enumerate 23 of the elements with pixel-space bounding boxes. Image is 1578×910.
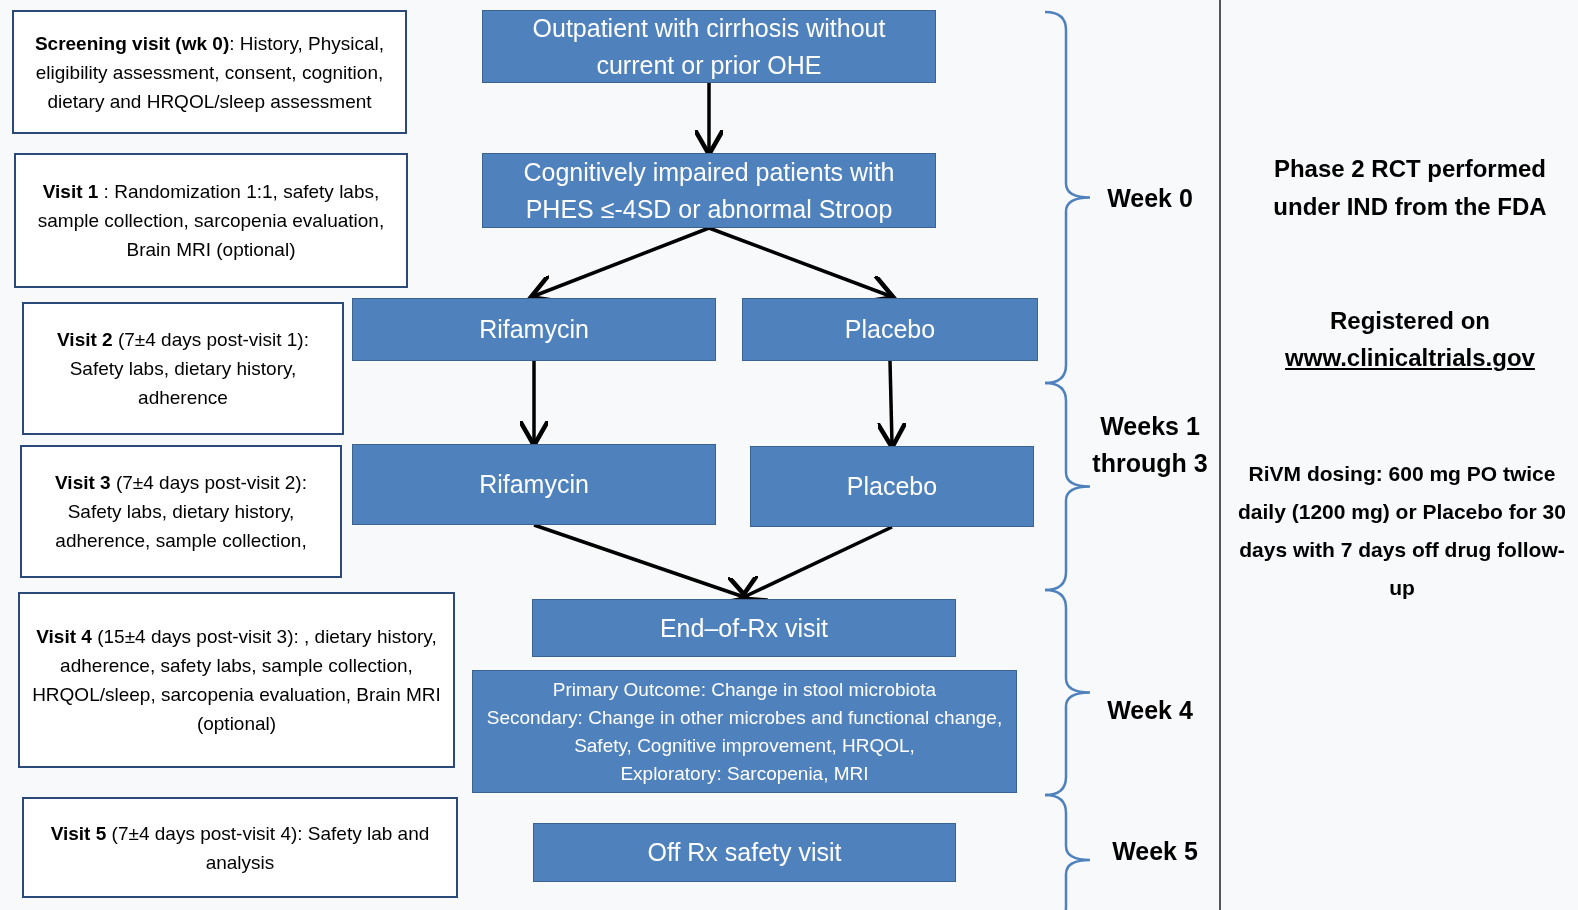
visit-box: Visit 1: Randomization 1:1, safety labs, sample collection, sarcopenia evaluation, Brain MRI (optional) xyxy=(14,153,408,288)
link: www.clinicaltrials.gov xyxy=(1284,343,1536,373)
week-label: Week 0 xyxy=(1106,183,1194,214)
visit-box: Visit 2 (7±4 days post-visit 1): Safety labs, dietary history, adherence xyxy=(22,302,344,435)
week-label: Week 4 xyxy=(1106,695,1194,726)
note-text: Phase 2 RCT performed under IND from the FDA xyxy=(1272,154,1548,222)
visit-box: Visit 5 (7±4 days post-visit 4): Safety lab and analysis xyxy=(22,797,458,898)
process-box: Rifamycin xyxy=(352,298,716,361)
visit-box: Screening visit (wk 0): History, Physical, eligibility assessment, consent, cognition, dietary and HRQOL/sleep assessment xyxy=(12,10,407,134)
week-label: Weeks 1 through 3 xyxy=(1091,411,1209,479)
process-box: Cognitively impaired patients with PHES ≤-4SD or abnormal Stroop xyxy=(482,153,936,228)
process-box: End–of-Rx visit xyxy=(532,599,956,657)
process-box: Outpatient with cirrhosis without current or prior OHE xyxy=(482,10,936,83)
process-box: Placebo xyxy=(750,446,1034,527)
visit-box: Visit 4 (15±4 days post-visit 3): , dietary history, adherence, safety labs, sample collection, HRQOL/sleep, sarcopenia evaluation, Brain MRI (optional) xyxy=(18,592,455,768)
process-box: Off Rx safety visit xyxy=(533,823,956,882)
process-box: Placebo xyxy=(742,298,1038,361)
visit-box: Visit 3 (7±4 days post-visit 2): Safety labs, dietary history, adherence, sample collection, xyxy=(20,445,342,578)
week-label: Week 5 xyxy=(1111,836,1199,867)
outcome-box: Primary Outcome: Change in stool microbiota Secondary: Change in other microbes and functional change, Safety, Cognitive improvement, HRQOL, Exploratory: Sarcopenia, MRI xyxy=(472,670,1017,793)
note-text: RiVM dosing: 600 mg PO twice daily (1200 mg) or Placebo for 30 days with 7 days off drug follow-up xyxy=(1237,461,1567,601)
process-box: Rifamycin xyxy=(352,444,716,525)
note-text: Registered on xyxy=(1329,306,1491,336)
